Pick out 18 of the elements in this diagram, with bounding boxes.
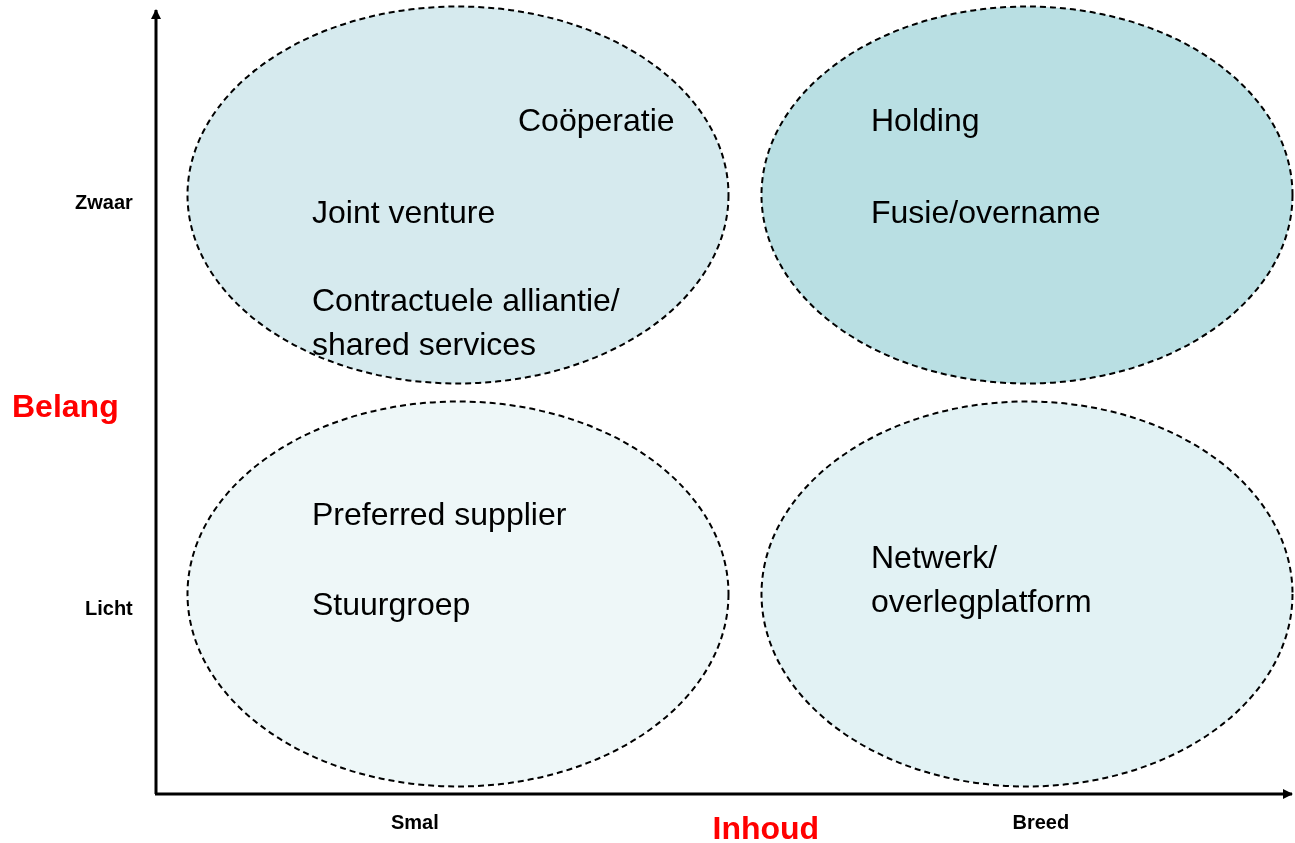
ellipse-text: Coöperatie [518, 101, 676, 140]
ellipse-region [760, 400, 1294, 788]
axis-title: Inhoud [712, 809, 820, 843]
ellipse-region [760, 5, 1294, 385]
axis-tick-label: Zwaar [75, 190, 133, 214]
axis-tick-label: Breed [1012, 810, 1070, 834]
ellipse-text: Holding [871, 101, 981, 140]
ellipse-text: Joint venture [312, 193, 497, 232]
ellipse-region [186, 5, 730, 385]
ellipse-text: Netwerk/ overlegplatform [871, 538, 1093, 621]
ellipse-text: Stuurgroep [312, 585, 472, 624]
axis-tick-label: Licht [85, 596, 133, 620]
axis-title: Belang [12, 387, 119, 425]
ellipse-text: Preferred supplier [312, 495, 568, 534]
ellipse-text: Contractuele alliantie/ shared services [312, 281, 621, 364]
ellipse-text: Fusie/overname [871, 193, 1102, 232]
axis-tick-label: Smal [391, 810, 439, 834]
ellipse-region [186, 400, 730, 788]
